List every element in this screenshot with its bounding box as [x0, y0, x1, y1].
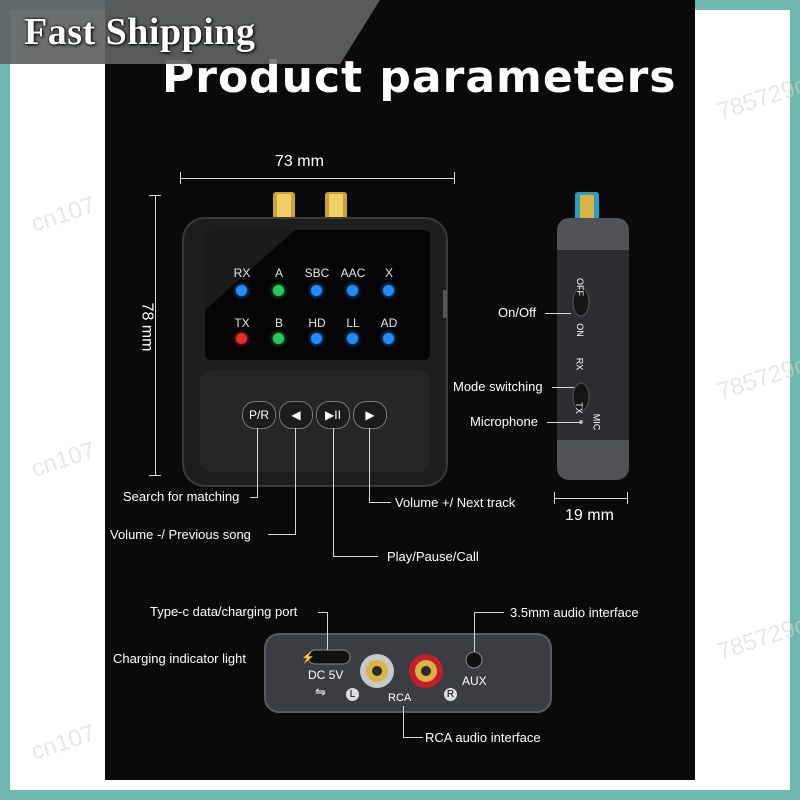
led-label-aac: AAC	[340, 266, 366, 280]
led-label-b: B	[274, 316, 283, 330]
product-panel: Product parameters 73 mm 78 mm RX A SBC …	[105, 0, 695, 780]
led-ll	[347, 333, 358, 344]
search-callout: Search for matching	[123, 489, 240, 504]
rca-port-label: RCA	[388, 692, 412, 704]
fast-shipping-banner: Fast Shipping	[0, 0, 380, 72]
height-line	[155, 195, 156, 475]
side-rx-label: RX	[574, 357, 585, 371]
volume-up-callout: Volume +/ Next track	[395, 495, 516, 510]
side-mic-label: MIC	[591, 413, 602, 431]
led-label-ad: AD	[380, 316, 398, 330]
volume-down-callout: Volume -/ Previous song	[110, 527, 251, 542]
led-label-x: X	[384, 266, 393, 280]
led-label-tx: TX	[234, 316, 250, 330]
led-ad	[383, 333, 394, 344]
depth-dimension: 19 mm	[565, 507, 614, 524]
play-pause-button[interactable]: ▶II	[316, 401, 350, 429]
charging-light-icon: ⚡	[301, 652, 315, 664]
typec-callout: Type-c data/charging port	[150, 604, 298, 619]
led-hd	[311, 333, 322, 344]
led-x	[383, 285, 394, 296]
rca-right-label: R	[444, 688, 457, 701]
led-tx	[236, 333, 247, 344]
led-a	[273, 285, 284, 296]
pr-button[interactable]: P/R	[242, 401, 276, 429]
side-tx-label: TX	[573, 402, 584, 414]
led-label-rx: RX	[233, 266, 251, 280]
on-off-callout: On/Off	[498, 305, 537, 320]
led-rx	[236, 285, 247, 296]
mic-callout: Microphone	[470, 414, 538, 429]
rca-interface-callout: RCA audio interface	[425, 730, 541, 745]
led-sbc	[311, 285, 322, 296]
side-off-label: OFF	[575, 278, 585, 296]
height-dimension: 78 mm	[138, 302, 156, 352]
mode-callout: Mode switching	[453, 379, 543, 394]
led-aac	[347, 285, 358, 296]
banner-text: Fast Shipping	[24, 11, 256, 53]
rca-left-label: L	[346, 688, 359, 701]
aux-interface-callout: 3.5mm audio interface	[510, 605, 639, 620]
play-callout: Play/Pause/Call	[387, 549, 479, 564]
led-label-sbc: SBC	[304, 266, 330, 280]
led-label-a: A	[274, 266, 283, 280]
bottom-device	[264, 633, 552, 713]
prev-button[interactable]: ◀	[279, 401, 313, 429]
next-button[interactable]: ▶	[353, 401, 387, 429]
usb-icon: ⇋	[315, 684, 326, 699]
width-dimension: 73 mm	[275, 153, 324, 170]
side-on-label: ON	[574, 323, 585, 337]
led-label-ll: LL	[346, 316, 360, 330]
charging-light-callout: Charging indicator light	[113, 651, 246, 666]
dc-port-label: DC 5V	[308, 668, 344, 682]
side-device	[557, 192, 629, 480]
width-line	[180, 178, 455, 179]
led-label-hd: HD	[308, 316, 326, 330]
led-b	[273, 333, 284, 344]
aux-port-label: AUX	[462, 674, 487, 688]
